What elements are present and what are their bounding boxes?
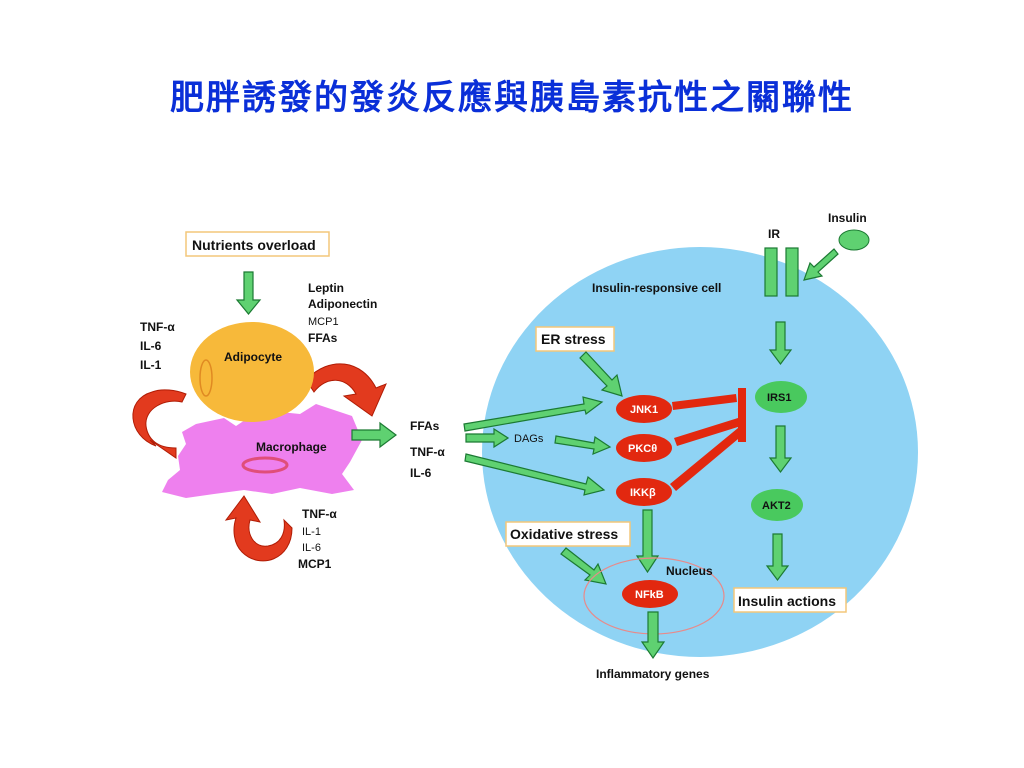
dags-label: DAGs (514, 433, 544, 445)
secretion-ffas: FFAs (308, 331, 338, 345)
er-stress-box (535, 326, 615, 352)
node-irs1 (755, 381, 807, 413)
insulin-label: Insulin (828, 211, 867, 225)
ikk-to-nfkb-arrow (635, 509, 660, 574)
node-pkc (616, 434, 672, 462)
node-akt2 (751, 489, 803, 521)
ikk-inhibits-irs1 (670, 428, 744, 491)
macrophage-output-arrow (351, 421, 397, 449)
secretion-mcp1: MCP1 (308, 316, 339, 328)
macrophage-nucleus (241, 456, 289, 474)
curved-arrow-bottom (224, 495, 293, 562)
inflammatory-genes-label: Inflammatory genes (596, 667, 710, 681)
nutrients-overload-box (185, 231, 330, 257)
node-ikk (616, 478, 672, 506)
bottom-cytokine-mcp1: MCP1 (298, 557, 332, 571)
node-jnk1-label: JNK1 (630, 404, 658, 416)
output-to-dags-arrow (465, 427, 510, 449)
node-nfkb (622, 580, 678, 608)
slide-title: 肥胖誘發的發炎反應與胰島素抗性之關聯性 (170, 78, 854, 118)
left-cytokine-tnfa: TNF-α (140, 320, 175, 334)
nucleus-label: Nucleus (666, 564, 713, 578)
insulin-actions-box (733, 587, 847, 613)
node-nfkb-label: NFkB (635, 589, 664, 601)
secretion-leptin: Leptin (308, 281, 344, 295)
macrophage-cell (162, 404, 362, 498)
insulin-to-receptor-arrow (803, 248, 839, 281)
curved-arrow-left (132, 389, 187, 459)
insulin-molecule (838, 229, 870, 251)
er-stress-to-jnk1-arrow (579, 351, 623, 397)
node-ikk-label: IKKβ (630, 487, 656, 499)
node-pkc-label: PKCθ (628, 443, 657, 455)
nutrients-to-adipocyte-arrow (235, 271, 262, 315)
ffas-to-jnk1-arrow (463, 396, 604, 432)
node-irs1-label: IRS1 (767, 392, 791, 404)
oxidative-stress-label: Oxidative stress (510, 526, 618, 542)
ir-label: IR (768, 227, 780, 241)
left-cytokine-il1: IL-1 (140, 358, 162, 372)
output-to-ikk-arrow (464, 453, 606, 496)
nfkb-to-genes-arrow (640, 611, 666, 660)
macrophage-label: Macrophage (256, 440, 327, 454)
bottom-cytokine-tnfa: TNF-α (302, 507, 337, 521)
bottom-cytokine-il1: IL-1 (302, 526, 321, 538)
node-akt2-label: AKT2 (762, 500, 791, 512)
output-il6: IL-6 (410, 466, 432, 480)
bottom-cytokine-il6: IL-6 (302, 542, 321, 554)
output-ffas: FFAs (410, 419, 440, 433)
receptor-to-irs1-arrow (768, 321, 793, 365)
secretion-adiponectin: Adiponectin (308, 297, 377, 311)
er-stress-label: ER stress (541, 331, 606, 347)
pkc-inhibits-irs1 (674, 418, 741, 446)
insulin-actions-label: Insulin actions (738, 593, 836, 609)
cell-label: Insulin-responsive cell (592, 281, 721, 295)
irs1-to-akt2-arrow (768, 425, 793, 473)
oxidative-stress-box (505, 521, 631, 547)
node-jnk1 (616, 395, 672, 423)
dags-to-pkc-arrow (554, 435, 612, 455)
jnk1-inhibits-irs1 (672, 394, 737, 410)
curved-arrow-right (305, 363, 387, 417)
insulin-responsive-cell (482, 247, 918, 657)
akt2-to-actions-arrow (765, 533, 790, 581)
adipocyte-organelle (199, 359, 213, 397)
left-cytokine-il6: IL-6 (140, 339, 162, 353)
receptor-right (785, 247, 799, 297)
adipocyte-label: Adipocyte (224, 350, 282, 364)
nutrients-overload-label: Nutrients overload (192, 237, 316, 253)
output-tnfa: TNF-α (410, 445, 445, 459)
adipocyte-cell (190, 322, 314, 422)
receptor-left (764, 247, 778, 297)
inhibition-bar (738, 388, 746, 442)
